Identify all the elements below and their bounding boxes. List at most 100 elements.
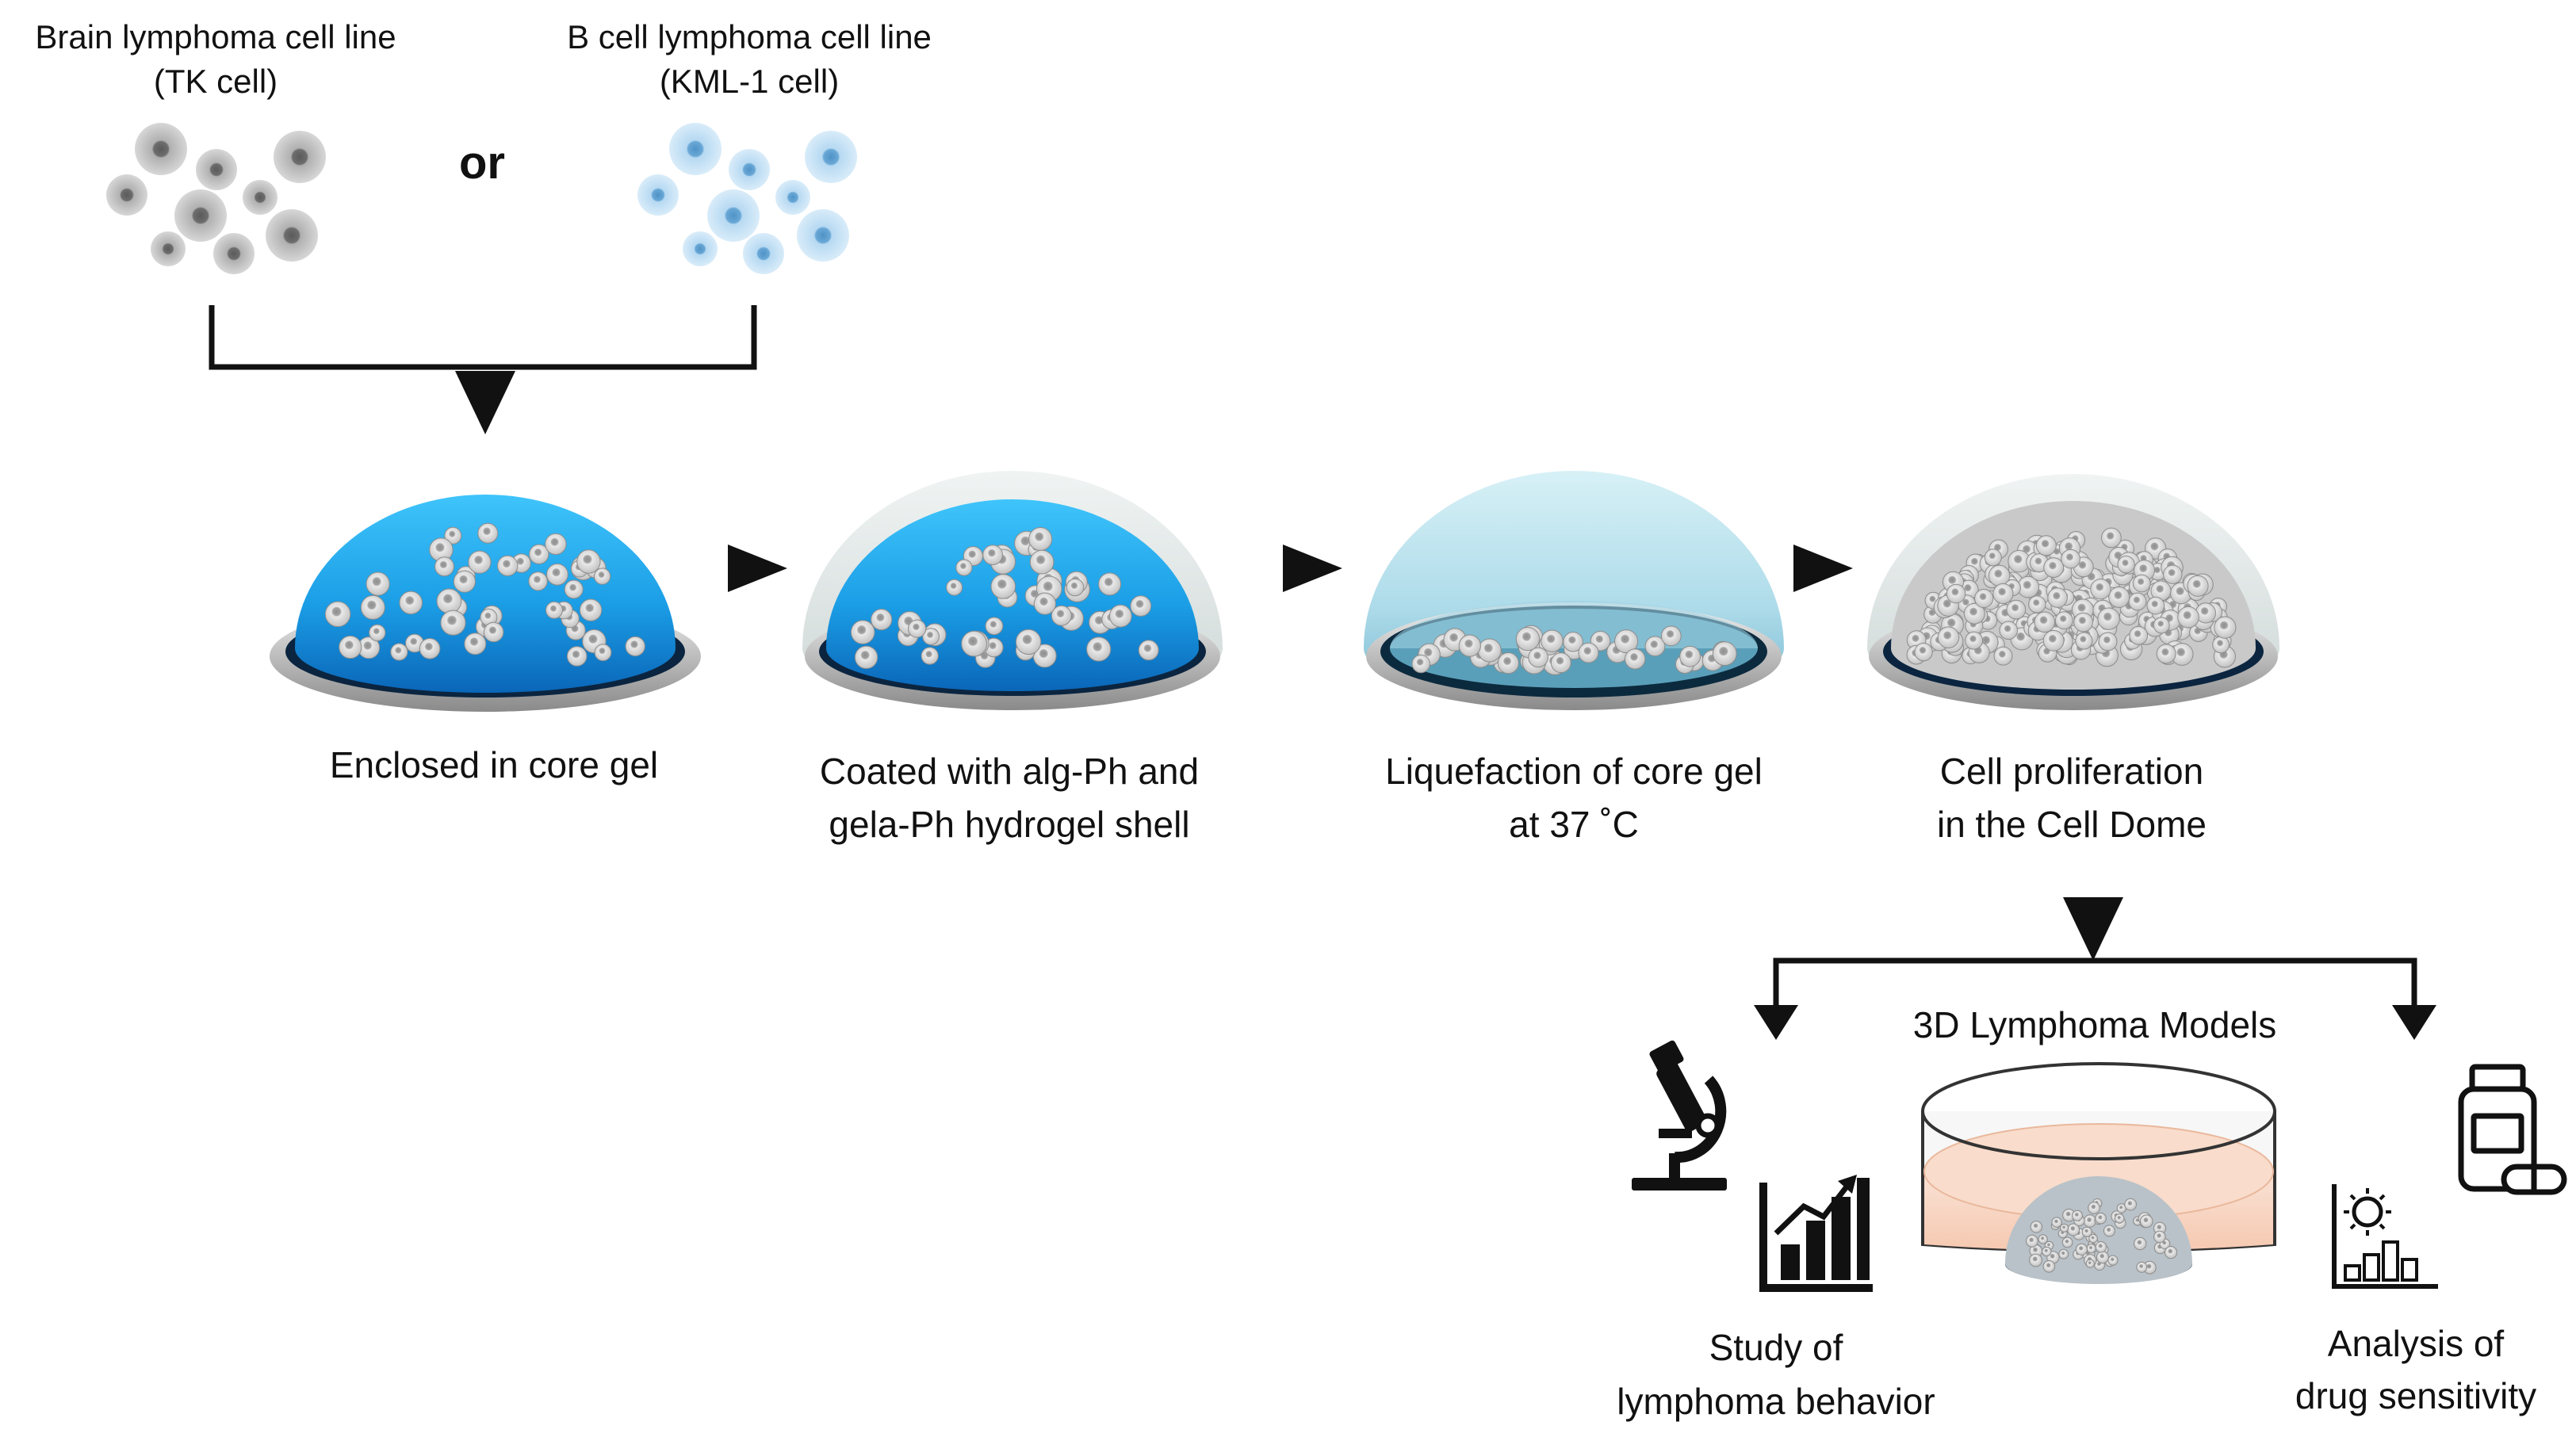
cell (2139, 1214, 2153, 1229)
cell (2095, 1212, 2107, 1225)
cell (2043, 557, 2065, 578)
step-3-label-line-2: at 37 ˚C (1509, 804, 1639, 845)
cell (2096, 1251, 2109, 1264)
cell (1999, 621, 2018, 640)
cell (1528, 647, 1548, 668)
cell (2060, 1223, 2069, 1233)
cell (339, 635, 362, 659)
cell (464, 633, 487, 655)
cell (2038, 1234, 2048, 1244)
cell (1130, 595, 1152, 617)
core-gel-cells (324, 522, 645, 667)
cell (529, 544, 549, 564)
cell (1963, 602, 1985, 625)
cell (2163, 564, 2183, 584)
kml1-cells-cluster (637, 123, 857, 274)
cell (1086, 636, 1112, 662)
down-arrow-icon (2063, 897, 2123, 961)
cell (434, 556, 454, 577)
models-title: 3D Lymphoma Models (1913, 1004, 2277, 1045)
cell (497, 555, 519, 576)
step-4-dome (1867, 474, 2279, 710)
cell (2129, 625, 2149, 645)
cell (1679, 645, 1701, 667)
cell (594, 644, 612, 662)
branch-connector (1754, 897, 2436, 1040)
tk-cells-cluster (106, 123, 326, 274)
cell (2075, 1243, 2088, 1255)
cell (1550, 652, 1571, 674)
cell (955, 559, 973, 576)
cell (961, 630, 987, 657)
step-2-label-line-1: Coated with alg-Ph and (820, 751, 1199, 792)
cell (1029, 549, 1055, 575)
cell (1138, 640, 1159, 661)
cell (990, 574, 1016, 599)
cell (2212, 636, 2230, 654)
cell (369, 624, 386, 641)
cell (1541, 629, 1564, 652)
cell (2088, 1233, 2098, 1244)
cell (1108, 604, 1132, 628)
cell (1946, 583, 1966, 604)
cell (1644, 636, 1666, 657)
cell (1098, 572, 1122, 596)
left-app-label-line-1: Study of (1709, 1327, 1843, 1368)
brain-line-label: Brain lymphoma cell line (35, 18, 396, 55)
right-app-label-line-2: drug sensitivity (2295, 1375, 2536, 1416)
cell (545, 601, 563, 619)
cell (2124, 1198, 2138, 1211)
right-arrow-icon (728, 545, 787, 592)
cell (2103, 1225, 2115, 1237)
cell (2165, 1246, 2178, 1259)
cell (2097, 607, 2120, 630)
cell (2108, 587, 2130, 608)
cell (2051, 1217, 2062, 1228)
cell (2034, 611, 2056, 633)
cell (1614, 629, 1639, 654)
cell (2153, 617, 2170, 634)
cell (576, 549, 601, 574)
step-2-dome (802, 471, 1223, 710)
cell (366, 571, 390, 596)
cell (2075, 632, 2093, 650)
cell (2035, 535, 2057, 556)
cell (1015, 629, 1042, 655)
cell (2030, 1221, 2043, 1233)
cell (566, 646, 588, 667)
step-1-label: Enclosed in core gel (330, 744, 658, 785)
culture-well (1921, 1062, 2276, 1284)
cell (1497, 652, 1520, 675)
merge-connector (209, 305, 757, 434)
cell (546, 563, 568, 586)
cell (2132, 574, 2151, 593)
cell (850, 620, 875, 644)
cell (2061, 548, 2080, 569)
cell (1992, 583, 2014, 605)
bcell-cell-name: (KML-1 cell) (660, 63, 839, 100)
cell (1477, 638, 1502, 663)
cell (2128, 592, 2147, 611)
pill-bottle-icon (2458, 1064, 2567, 1195)
cell (2047, 587, 2068, 608)
cell (545, 533, 567, 556)
cell (528, 571, 548, 591)
cell (399, 590, 423, 615)
cell (2058, 1248, 2069, 1259)
cell (2029, 1253, 2042, 1267)
or-text: or (459, 137, 505, 189)
cell (922, 628, 940, 645)
cell (1411, 654, 1430, 674)
step-1-dome (270, 495, 701, 712)
cell (2214, 616, 2237, 639)
cell (1563, 632, 1583, 652)
cell (2042, 629, 2065, 652)
cell (2073, 612, 2094, 633)
right-arrow-icon (1793, 545, 1853, 592)
cell (2146, 596, 2165, 615)
right-arrow-icon (1283, 545, 1342, 592)
step-4-label-line-1: Cell proliferation (1940, 751, 2203, 792)
cell (2156, 644, 2176, 664)
cell (2028, 595, 2046, 613)
